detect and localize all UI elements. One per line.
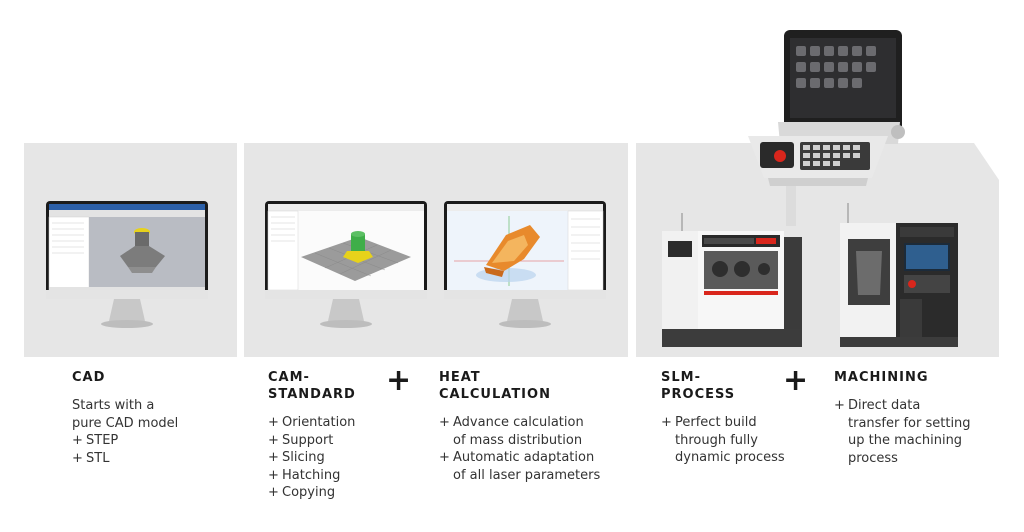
slm-title: SLM- PROCESS bbox=[661, 370, 736, 402]
cam-text: Orientation Support Slicing Hatching Cop… bbox=[268, 414, 355, 502]
slm-machine bbox=[662, 213, 802, 347]
cam-title: CAM- STANDARD bbox=[268, 370, 356, 402]
control-panel bbox=[748, 30, 905, 226]
heat-title: HEAT CALCULATION bbox=[439, 370, 551, 402]
monitor-heat bbox=[444, 201, 606, 328]
dmg-machine bbox=[840, 203, 958, 347]
cad-title: CAD bbox=[72, 370, 106, 385]
cam-bullet: Slicing bbox=[268, 449, 355, 467]
monitor-cam bbox=[265, 201, 427, 328]
cam-bullet: Hatching bbox=[268, 467, 355, 485]
plus-sign-slm-machining: + bbox=[783, 363, 809, 398]
cam-bullet: Support bbox=[268, 432, 355, 450]
cam-bullet: Orientation bbox=[268, 414, 355, 432]
machining-title: MACHINING bbox=[834, 370, 929, 385]
cad-bullet: STL bbox=[72, 450, 178, 468]
plus-sign-cam-heat: + bbox=[386, 363, 412, 398]
monitor-cad bbox=[46, 201, 208, 328]
cam-bullet: Copying bbox=[268, 484, 355, 502]
cad-bullet: STEP bbox=[72, 432, 178, 450]
